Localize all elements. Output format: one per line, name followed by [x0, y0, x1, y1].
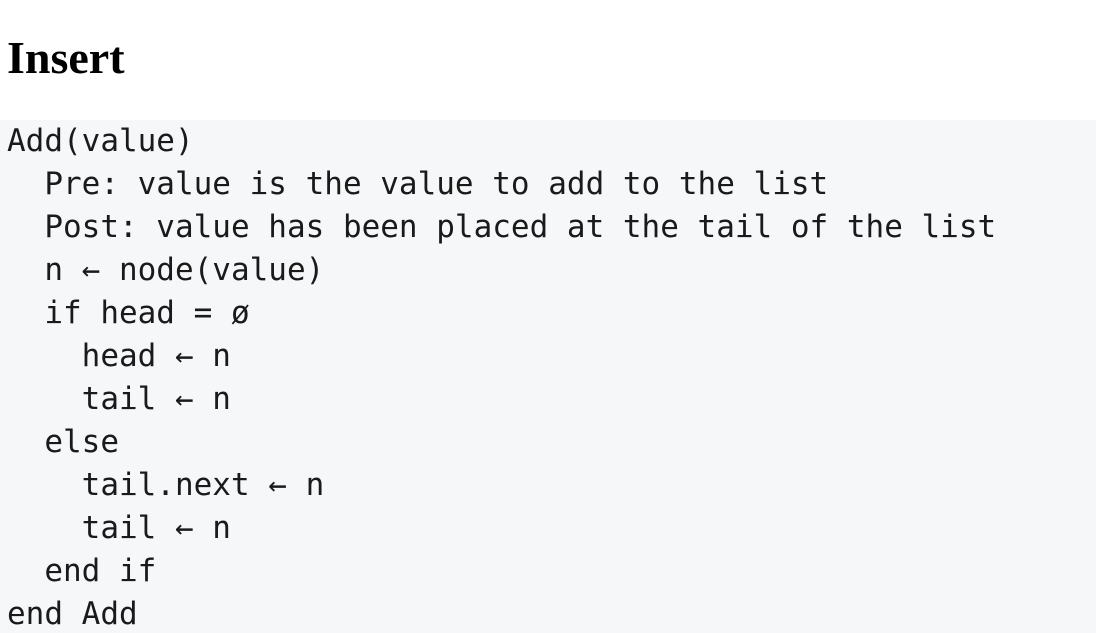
code-line: n ← node(value)	[7, 252, 325, 288]
code-line: tail ← n	[7, 381, 231, 417]
code-line: Add(value)	[7, 123, 194, 159]
code-line: else	[7, 424, 119, 460]
code-line: if head = ø	[7, 295, 250, 331]
code-line: Pre: value is the value to add to the li…	[7, 166, 829, 202]
code-block: Add(value) Pre: value is the value to ad…	[0, 120, 1096, 633]
code-line: tail ← n	[7, 510, 231, 546]
code-line: head ← n	[7, 338, 231, 374]
code-line: end Add	[7, 596, 138, 632]
code-line: end if	[7, 553, 157, 589]
code-line: tail.next ← n	[7, 467, 325, 503]
code-line: Post: value has been placed at the tail …	[7, 209, 997, 245]
section-heading: Insert	[7, 32, 125, 83]
